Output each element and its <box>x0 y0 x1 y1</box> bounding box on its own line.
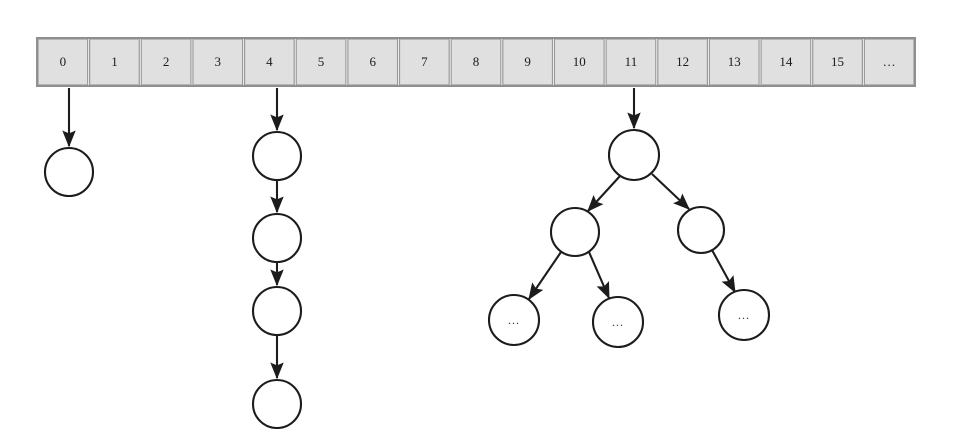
bucket-cell-label-5: 5 <box>318 54 325 69</box>
bucket-cell-9[interactable] <box>502 38 554 86</box>
bucket-cell-label-9: 9 <box>524 54 531 69</box>
bucket-cell-label-16: … <box>883 54 896 69</box>
bucket-nodes: … … … <box>43 128 771 429</box>
bucket-cell-15[interactable] <box>812 38 863 86</box>
bucket-cell-label-1: 1 <box>111 54 118 69</box>
node-b4-n2[interactable] <box>251 212 303 264</box>
bucket-cell-label-15: 15 <box>831 54 844 69</box>
bucket-cell-label-7: 7 <box>421 54 428 69</box>
bucket-array-outline <box>36 37 916 87</box>
pointer-edges <box>62 88 736 380</box>
edge-root-to-left <box>587 175 621 212</box>
bucket-cell-label-3: 3 <box>215 54 222 69</box>
bucket-cell-1[interactable] <box>89 38 140 86</box>
bucket-cell-label-2: 2 <box>163 54 170 69</box>
bucket-cell-label-14: 14 <box>779 54 793 69</box>
node-b11-leaf-1[interactable] <box>487 293 541 347</box>
bucket-cell-label-6: 6 <box>369 54 376 69</box>
bucket-cell-16[interactable] <box>863 38 915 86</box>
bucket-cell-7[interactable] <box>398 38 450 86</box>
node-b4-n1[interactable] <box>251 130 303 182</box>
node-b0-n1[interactable] <box>43 146 95 198</box>
node-label-b11-leaf-2: … <box>612 315 625 329</box>
node-b11-leaf-2[interactable] <box>591 295 645 349</box>
edge-right-to-leaf3 <box>711 249 736 294</box>
bucket-cell-3[interactable] <box>192 38 244 86</box>
bucket-cell-11[interactable] <box>605 38 657 86</box>
bucket-cell-label-11: 11 <box>625 54 638 69</box>
node-b11-right[interactable] <box>676 205 726 255</box>
node-b4-n3[interactable] <box>251 285 303 337</box>
bucket-cell-label-12: 12 <box>676 54 689 69</box>
bucket-cell-label-8: 8 <box>473 54 480 69</box>
bucket-cell-label-10: 10 <box>573 54 586 69</box>
bucket-cell-5[interactable] <box>295 38 347 86</box>
node-label-b11-leaf-1: … <box>508 313 521 327</box>
node-b11-root[interactable] <box>607 128 661 182</box>
edge-left-to-leaf2 <box>588 251 610 300</box>
bucket-cell-10[interactable] <box>553 38 605 86</box>
node-b11-leaf-3[interactable] <box>717 288 771 342</box>
edge-left-to-leaf1 <box>528 251 562 301</box>
bucket-cell-label-0: 0 <box>60 54 67 69</box>
node-label-b11-leaf-3: … <box>738 308 751 322</box>
node-b11-left[interactable] <box>549 206 601 258</box>
bucket-cell-label-4: 4 <box>266 54 273 69</box>
bucket-cell-label-13: 13 <box>728 54 741 69</box>
node-b4-n4[interactable] <box>251 378 303 429</box>
edge-root-to-right <box>651 173 690 210</box>
